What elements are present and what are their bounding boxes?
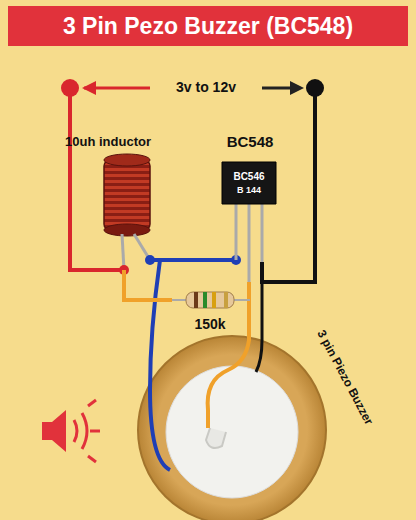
feedback-electrode xyxy=(206,428,226,448)
feedback-wire xyxy=(248,282,249,300)
resistor-band xyxy=(203,292,207,308)
collector-wire xyxy=(124,270,172,300)
piezo-ceramic xyxy=(166,366,298,498)
junction xyxy=(145,255,155,265)
arrow-head xyxy=(290,81,304,95)
inductor-lead xyxy=(122,234,124,270)
inductor-coil xyxy=(104,160,150,230)
inductor-bottom xyxy=(104,224,150,236)
base-wire xyxy=(150,258,236,262)
transistor-leg xyxy=(261,200,264,262)
resistor-band xyxy=(224,292,228,308)
main-electrode-wire xyxy=(150,260,170,470)
title: 3 Pin Pezo Buzzer (BC548) xyxy=(63,13,353,40)
title-band: 3 Pin Pezo Buzzer (BC548) xyxy=(8,6,408,46)
resistor-value: 150k xyxy=(194,317,225,332)
voltage-range: 3v to 12v xyxy=(172,80,240,95)
piezo-disc xyxy=(138,336,326,520)
disc-wire xyxy=(256,282,262,372)
resistor-band xyxy=(212,292,216,308)
arrow-head xyxy=(82,81,96,95)
resistor-band xyxy=(194,292,198,308)
speaker-icon xyxy=(42,400,100,462)
transistor-label: BC548 xyxy=(227,134,274,151)
resistor-symbol xyxy=(186,292,234,308)
transistor-body xyxy=(222,162,276,204)
transistor-leg xyxy=(248,200,251,282)
transistor-leg xyxy=(235,200,238,260)
inductor-top xyxy=(104,154,150,166)
transistor-marking: BC546 xyxy=(233,171,264,182)
transistor-marking: B 144 xyxy=(237,186,261,196)
inductor-label: 10uh inductor xyxy=(65,135,151,149)
